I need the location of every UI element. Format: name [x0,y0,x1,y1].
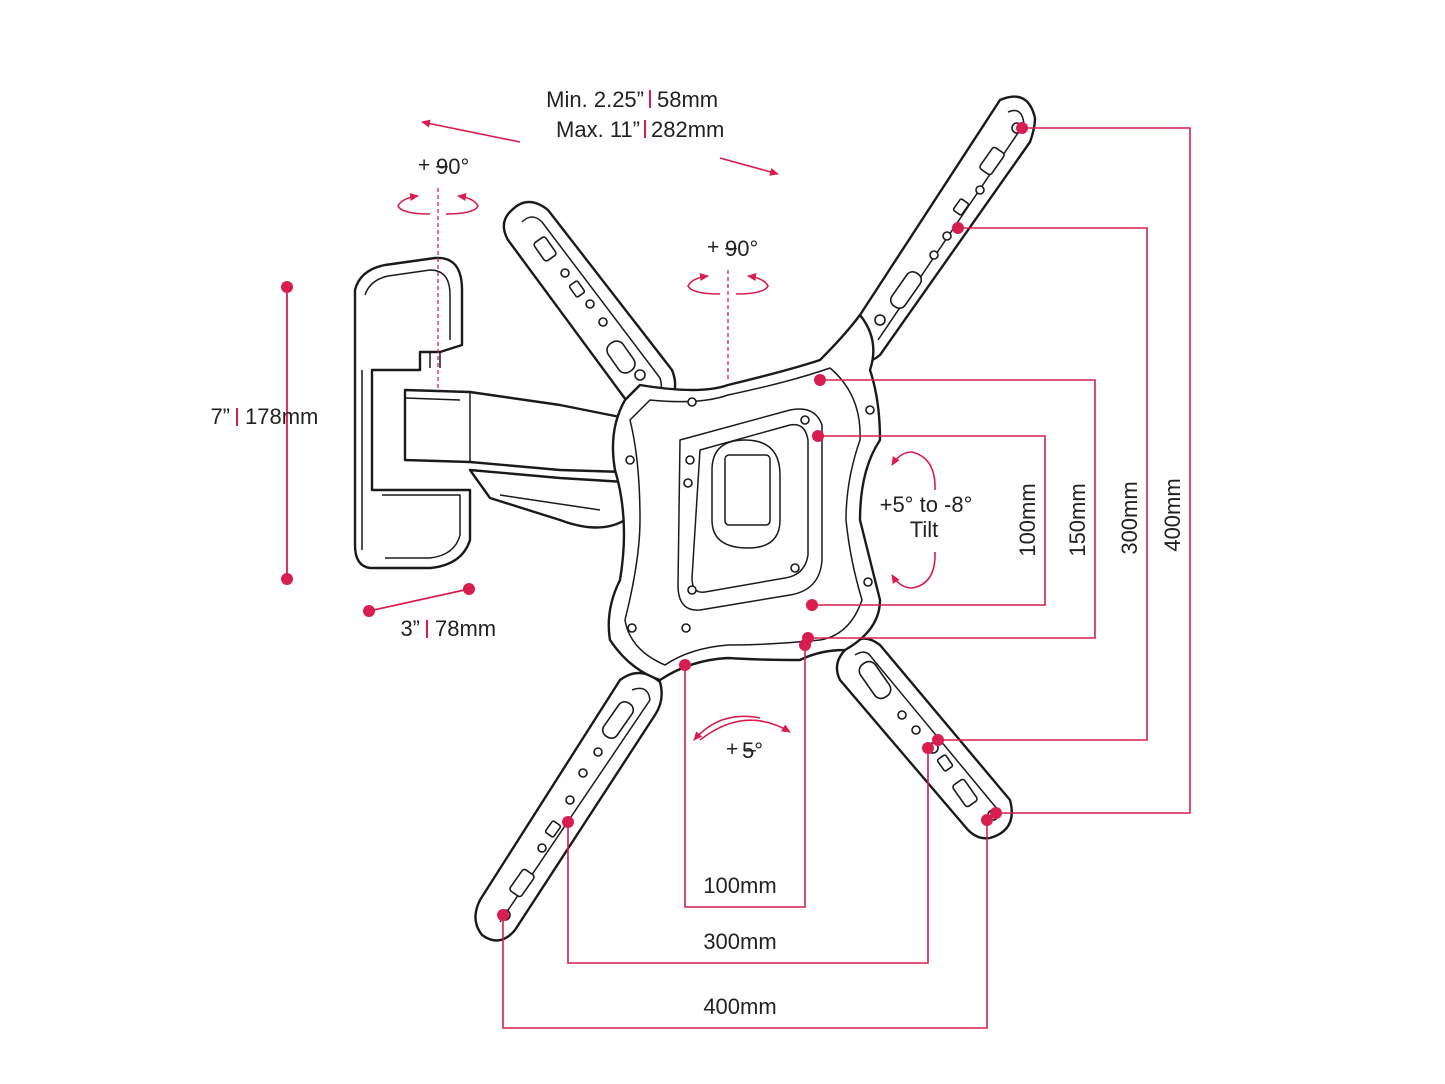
vesa-vertical-400 [990,122,1191,819]
tilt-range: +5° to -8° [880,492,973,517]
vesa-horizontal-400 [497,814,993,1029]
height-dot-top [281,281,293,293]
tilt-arrow-down [891,551,936,589]
swivel-arrow-wall-right [445,193,479,215]
level-arrow [699,719,791,741]
depth-dot-right [463,583,475,595]
center-plate [607,313,882,682]
extension-max-imperial: Max. 11” [556,117,640,142]
vesa-vertical-100 [806,430,1046,611]
extension-min-imperial: Min. 2.25” [546,87,644,112]
tv-mount-drawing [353,95,1037,942]
height-imperial: 7” [210,404,230,429]
bracket-arm-lower-right [835,637,1013,840]
vesa-horizontal-100 [679,639,811,908]
swivel-arrow-plate-left [687,273,721,295]
tilt-arrow-up [891,451,936,491]
extension-arrow-left [421,119,521,143]
vesa-horizontal-300-label: 300mm [703,929,776,954]
bracket-arm-upper-right [849,95,1037,363]
extension-arrow-right [719,157,779,176]
swivel-plate-sign: + – [707,236,737,259]
vesa-vertical-300 [932,222,1148,746]
vesa-vertical-150-label: 150mm [1065,483,1090,556]
extension-max-metric: 282mm [651,117,724,142]
bracket-arm-lower-left [474,671,663,942]
vesa-horizontal-400-label: 400mm [703,994,776,1019]
depth-imperial: 3” [400,616,420,641]
swivel-plate-label: 90° [725,236,758,261]
vesa-vertical-400-label: 400mm [1160,478,1185,551]
swivel-wall-label: 90° [436,154,469,179]
bracket-arm-upper-left [502,200,677,413]
swivel-arrow-wall-left [397,193,431,215]
swivel-wall-sign: + – [418,154,448,177]
tilt-label: Tilt [910,517,939,542]
swivel-arrow-plate-right [735,273,769,295]
wall-plate [353,256,472,570]
vesa-horizontal-300 [562,742,934,964]
vesa-vertical-100-label: 100mm [1015,483,1040,556]
depth-dimension-line [368,588,470,612]
vesa-horizontal-100-label: 100mm [703,873,776,898]
level-label: 5° [742,738,763,763]
extension-min-metric: 58mm [657,87,718,112]
depth-dot-left [363,605,375,617]
depth-metric: 78mm [435,616,496,641]
level-sign: + – [726,738,756,761]
vesa-vertical-300-label: 300mm [1117,481,1142,554]
height-dot-bottom [281,573,293,585]
height-metric: 178mm [245,404,318,429]
